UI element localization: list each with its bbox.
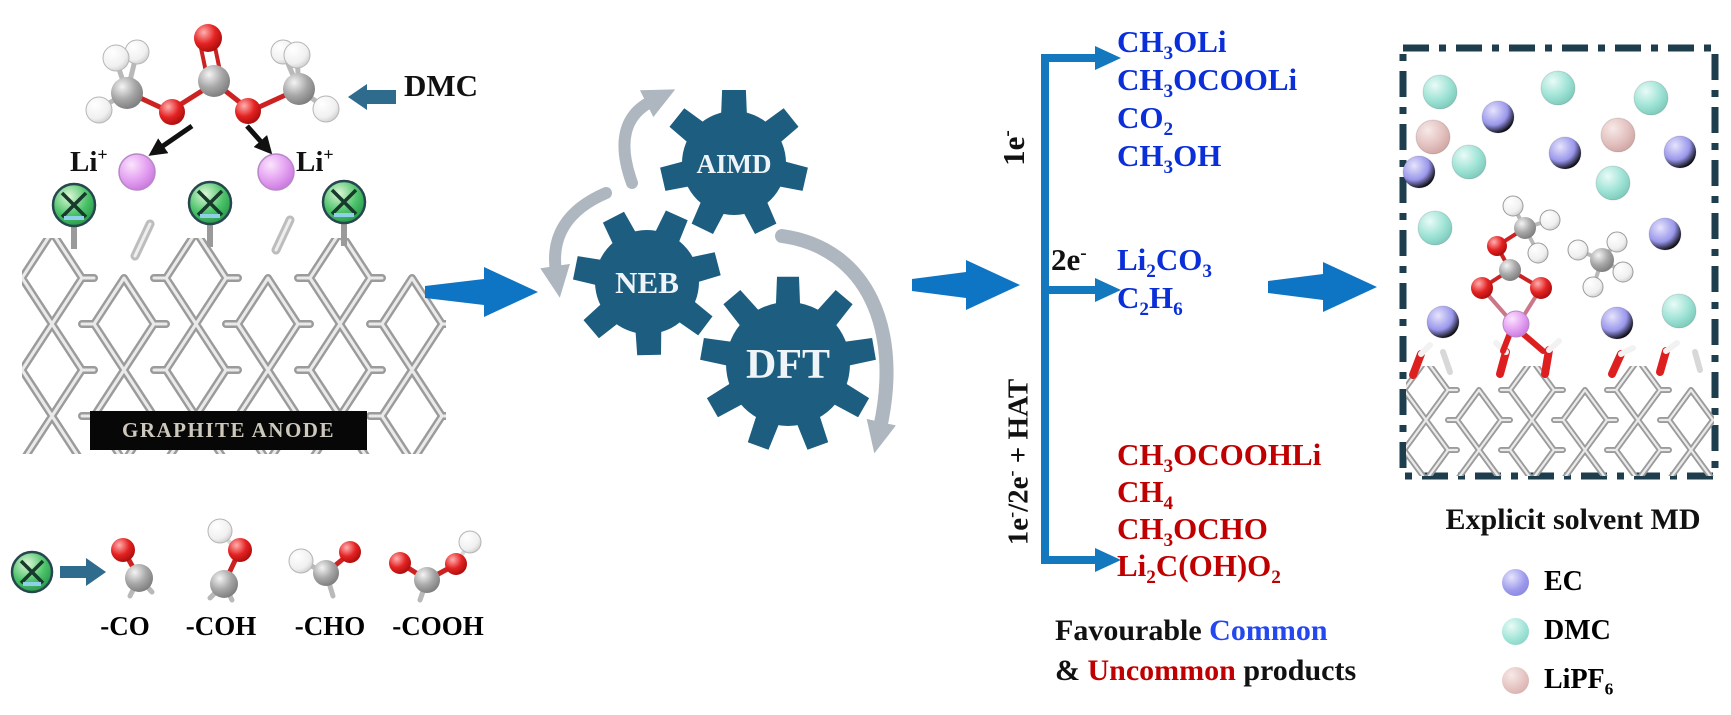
- gears: [573, 90, 876, 450]
- gear-label-aimd: AIMD: [697, 149, 772, 179]
- pathway-label-2e: 2e-: [1051, 242, 1087, 277]
- li-ion-label-right: Li+: [296, 144, 334, 178]
- products-2e: Li2CO3 C2H6: [1117, 241, 1213, 321]
- functional-group-label-coh: -COH: [185, 611, 257, 641]
- dangling-bonds: [130, 215, 295, 261]
- caption-common: Common: [1209, 614, 1328, 647]
- li-ion-label-left: Li+: [70, 144, 108, 178]
- pathway-branch: [1041, 46, 1121, 572]
- gear-label-dft: DFT: [746, 342, 830, 388]
- solvent-spheres: [1402, 70, 1697, 340]
- products-caption: Favourable Common & Uncommon products: [1055, 611, 1356, 691]
- cycle-arrows: [540, 89, 896, 454]
- product-item: CH3OCHO: [1117, 511, 1268, 552]
- flow-arrow-anode-to-gears: [425, 267, 538, 317]
- flow-arrow-gears-to-products: [912, 260, 1020, 310]
- functional-group-label-cooh: -COOH: [392, 611, 484, 641]
- product-item: CH3OLi: [1117, 24, 1227, 65]
- functional-group-key: [10, 518, 482, 603]
- product-item: Li2CO3: [1117, 242, 1213, 283]
- flow-arrow-products-to-md: [1268, 262, 1377, 312]
- functional-group-label-cho: -CHO: [294, 611, 366, 641]
- legend-label-ec: EC: [1544, 566, 1583, 597]
- md-panel-title: Explicit solvent MD: [1445, 503, 1701, 536]
- explicit-solvent-md-panel: [1399, 44, 1719, 480]
- legend-ball-dmc: [1502, 618, 1529, 645]
- pathway-label-1e: 1e-: [996, 130, 1031, 166]
- md-panel-border: [1399, 44, 1719, 480]
- caption-line-2: & Uncommon products: [1055, 654, 1357, 687]
- gear-label-neb: NEB: [615, 265, 679, 300]
- caption-uncommon: Uncommon: [1087, 654, 1236, 687]
- gear-labels: AIMD NEB DFT: [615, 149, 830, 388]
- key-arrow: [60, 558, 106, 586]
- dmc-molecule: [85, 24, 340, 191]
- legend-label-dmc: DMC: [1544, 615, 1611, 646]
- product-item: CH4: [1117, 474, 1174, 515]
- pathway-label-hat: 1e-/2e- + HAT: [1000, 378, 1035, 546]
- dmc-pointer-arrow: [348, 84, 396, 110]
- products-1e: CH3OLi CH3OCOOLi CO2 CH3OH: [1117, 23, 1298, 179]
- product-item: CH3OCOOLi: [1117, 62, 1298, 103]
- graphite-anode-lattice: [22, 238, 446, 454]
- legend-label-lipf6: LiPF6: [1544, 664, 1614, 699]
- dmc-label: DMC: [404, 68, 479, 103]
- graphite-anode-label: GRAPHITE ANODE: [122, 418, 335, 442]
- product-item: C2H6: [1117, 280, 1183, 321]
- legend-ball-lipf6: [1502, 667, 1529, 694]
- surface-oh-groups: [1409, 338, 1703, 379]
- surface-functional-sites: [51, 179, 367, 249]
- product-item: Li2C(OH)O2: [1117, 548, 1281, 589]
- legend-ball-ec: [1502, 569, 1529, 596]
- md-graphite-lattice: [1406, 366, 1714, 476]
- caption-line-1: Favourable Common: [1055, 614, 1328, 647]
- functional-group-label-co: -CO: [100, 611, 150, 641]
- products-hat: CH3OCOOHLi CH4 CH3OCHO Li2C(OH)O2: [1117, 436, 1322, 589]
- product-item: CH3OH: [1117, 138, 1222, 179]
- graphite-anode-banner: GRAPHITE ANODE: [90, 411, 367, 450]
- product-item: CH3OCOOHLi: [1117, 437, 1322, 478]
- md-molecules: [1471, 195, 1634, 354]
- product-item: CO2: [1117, 100, 1174, 141]
